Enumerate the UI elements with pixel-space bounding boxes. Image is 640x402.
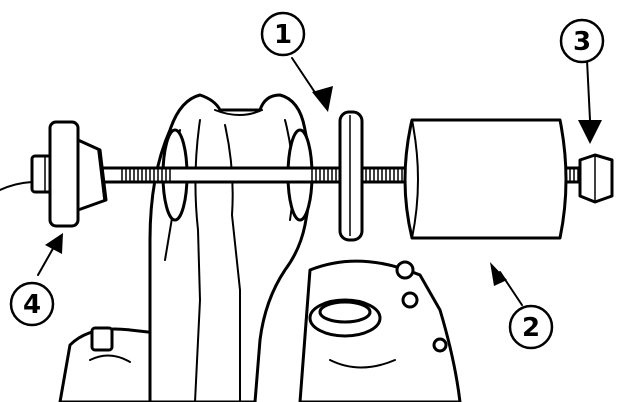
leader-arrows	[37, 57, 602, 306]
callout-1-label: 1	[274, 20, 292, 50]
callout-4: 4	[9, 281, 55, 327]
callout-1: 1	[260, 11, 306, 57]
callout-3: 3	[559, 18, 605, 64]
callout-3-label: 3	[573, 27, 591, 57]
receiver-cylinder-tool-2	[403, 118, 568, 240]
housing	[58, 259, 462, 402]
receiver-cup-tool-4	[0, 120, 108, 228]
thrust-washer-tool-1	[338, 110, 364, 242]
hex-nut-tool-3	[578, 153, 614, 204]
callout-4-label: 4	[23, 290, 41, 320]
callout-2: 2	[508, 304, 554, 350]
callout-2-label: 2	[522, 313, 540, 343]
